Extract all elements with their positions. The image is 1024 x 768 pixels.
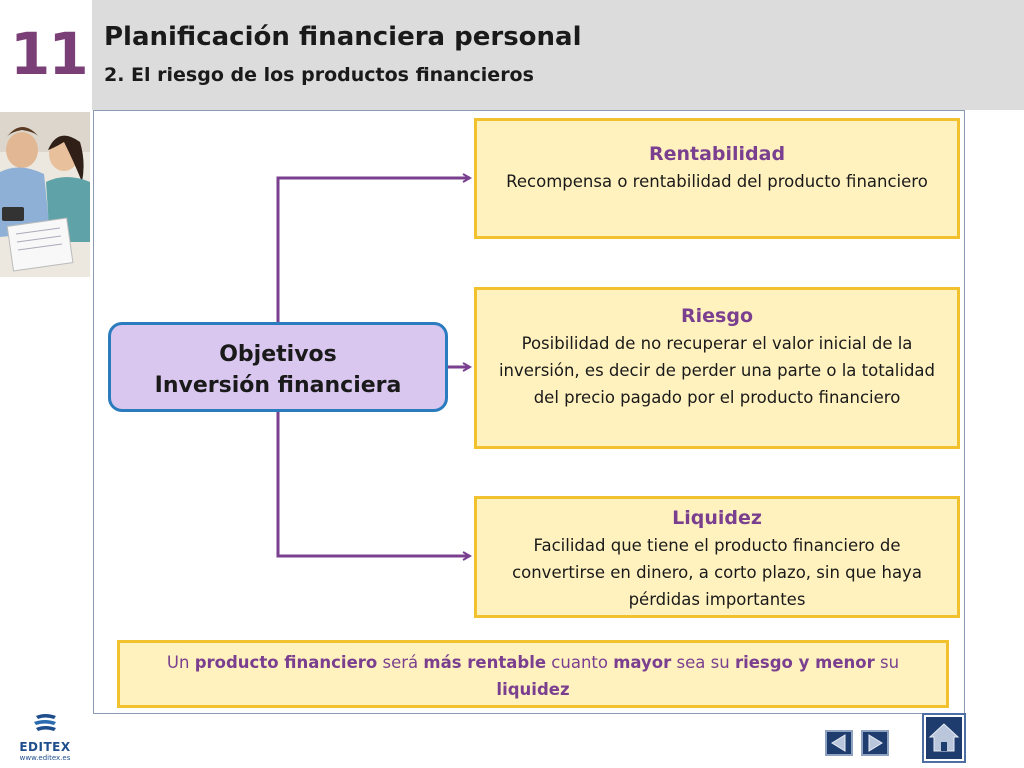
editex-logo-mark-icon <box>34 714 56 731</box>
node-liquidez-title: Liquidez <box>672 507 762 529</box>
node-rentabilidad: Rentabilidad Recompensa o rentabilidad d… <box>474 118 960 239</box>
node-riesgo-title: Riesgo <box>681 305 753 327</box>
header-band <box>92 0 1024 110</box>
node-liquidez: Liquidez Facilidad que tiene el producto… <box>474 496 960 618</box>
conclusion-bold: riesgo y menor <box>734 653 875 672</box>
triangle-right-icon <box>868 734 883 752</box>
house-icon <box>926 717 962 759</box>
conclusion-box: Un producto financiero será más rentable… <box>117 640 949 708</box>
triangle-left-icon <box>831 734 846 752</box>
conclusion-bold: producto financiero <box>194 653 378 672</box>
people-photo <box>0 112 90 277</box>
conclusion-bold: más rentable <box>423 653 547 672</box>
chapter-number: 11 <box>10 20 89 88</box>
conclusion-part: su <box>874 653 900 672</box>
logo-text: EDITEX <box>19 740 71 754</box>
root-node-line2: Inversión financiera <box>154 373 402 398</box>
node-riesgo: Riesgo Posibilidad de no recuperar el va… <box>474 287 960 449</box>
conclusion-part: cuanto <box>546 653 614 672</box>
conclusion-bold: mayor <box>613 653 672 672</box>
logo-url: www.editex.es <box>19 754 71 762</box>
root-node-objetivos: Objetivos Inversión financiera <box>108 322 448 412</box>
node-liquidez-text: Facilidad que tiene el producto financie… <box>512 536 922 609</box>
node-riesgo-text: Posibilidad de no recuperar el valor ini… <box>498 334 936 407</box>
conclusion-bold: liquidez <box>496 680 570 699</box>
page-subtitle: 2. El riesgo de los productos financiero… <box>104 64 534 86</box>
previous-slide-button[interactable] <box>825 730 853 756</box>
next-slide-button[interactable] <box>861 730 889 756</box>
conclusion-part: será <box>377 653 424 672</box>
node-rentabilidad-title: Rentabilidad <box>648 143 786 165</box>
conclusion-part: Un <box>166 653 195 672</box>
home-button[interactable] <box>922 713 966 763</box>
conclusion-part: sea su <box>671 653 735 672</box>
page-title: Planificación financiera personal <box>104 22 582 52</box>
node-rentabilidad-text: Recompensa o rentabilidad del producto f… <box>506 172 928 191</box>
editex-logo: EDITEX www.editex.es <box>14 712 76 762</box>
root-node-line1: Objetivos <box>219 342 337 367</box>
